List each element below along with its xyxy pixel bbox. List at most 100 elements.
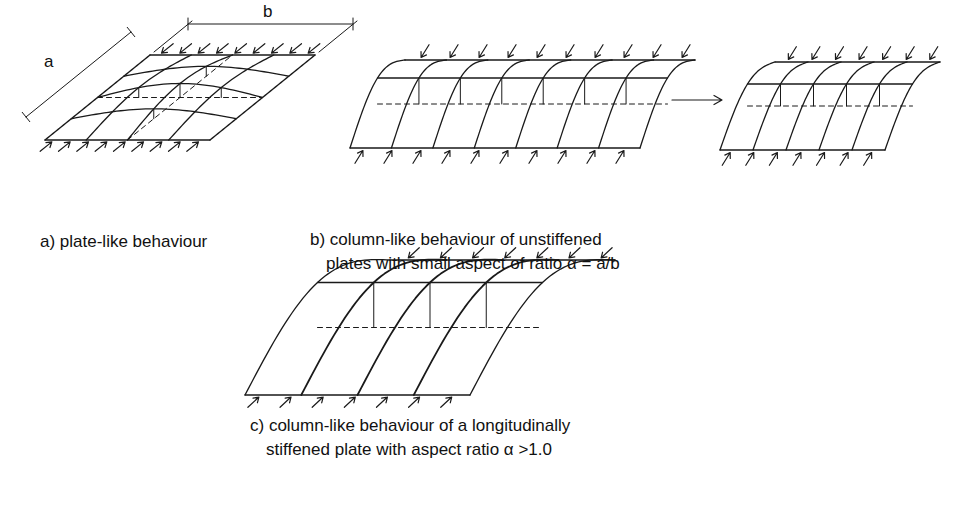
- load-arrow: [312, 397, 323, 407]
- deflected-line: [516, 60, 571, 148]
- deflected-line: [474, 60, 529, 148]
- load-arrow: [682, 45, 690, 58]
- deflection-tick: [430, 283, 431, 328]
- deflection-tick: [460, 78, 461, 104]
- load-arrow: [59, 142, 71, 151]
- load-arrow: [441, 397, 452, 407]
- load-arrow: [40, 142, 52, 151]
- extension-line: [154, 21, 192, 52]
- load-arrow: [616, 151, 624, 164]
- deflection-tick: [221, 88, 222, 98]
- load-arrow: [479, 45, 487, 58]
- deflection-tick: [418, 78, 419, 104]
- deflection-tick: [373, 283, 374, 328]
- load-arrow: [95, 142, 107, 151]
- load-arrow: [722, 153, 730, 166]
- load-arrow: [788, 47, 796, 60]
- load-arrow: [840, 153, 848, 166]
- deflected-line: [378, 77, 668, 78]
- load-arrow: [450, 45, 458, 58]
- load-arrow: [198, 44, 210, 53]
- load-arrow: [132, 142, 144, 151]
- load-arrow: [835, 47, 843, 60]
- dimension-label: a: [44, 52, 53, 72]
- load-arrow: [344, 397, 355, 407]
- load-arrow: [746, 153, 754, 166]
- dimension-line: [188, 24, 353, 25]
- load-arrow: [906, 47, 914, 60]
- load-arrow: [280, 397, 291, 407]
- caption: a) plate-like behaviour: [40, 230, 207, 254]
- reference-line: [748, 106, 913, 107]
- deflected-line: [433, 60, 488, 148]
- load-arrow: [421, 45, 429, 58]
- deflection-tick: [206, 66, 207, 76]
- load-arrow: [508, 45, 516, 58]
- dimension-tick: [188, 18, 189, 30]
- deflection-tick: [780, 84, 781, 106]
- load-arrow: [216, 44, 228, 53]
- plate-edge: [775, 61, 940, 62]
- deflected-line: [599, 60, 654, 148]
- load-arrow: [566, 45, 574, 58]
- load-arrow: [653, 45, 661, 58]
- deflection-tick: [180, 84, 181, 98]
- load-arrow: [271, 44, 283, 53]
- deflection-tick: [486, 283, 487, 328]
- dimension-tick: [353, 18, 354, 30]
- load-arrow: [376, 397, 387, 407]
- load-arrow: [587, 151, 595, 164]
- deflection-tick: [626, 78, 627, 104]
- load-arrow: [930, 47, 938, 60]
- deflected-line: [753, 62, 808, 150]
- deflection-tick: [138, 88, 139, 98]
- deflected-line: [98, 84, 263, 98]
- plate-edge: [350, 147, 640, 148]
- load-arrow: [537, 45, 545, 58]
- deflected-line: [358, 260, 503, 395]
- load-arrow: [409, 397, 420, 407]
- deflected-line: [124, 66, 289, 76]
- load-arrow: [355, 151, 363, 164]
- load-arrow: [769, 153, 777, 166]
- deflected-line: [414, 260, 559, 395]
- load-arrow: [442, 151, 450, 164]
- deflected-line: [786, 62, 841, 150]
- load-arrow: [77, 142, 89, 151]
- load-arrow: [290, 44, 302, 53]
- load-arrow: [308, 44, 320, 53]
- deflection-tick: [813, 84, 814, 106]
- load-arrow: [817, 153, 825, 166]
- deflected-line: [819, 62, 874, 150]
- load-arrow: [793, 153, 801, 166]
- deflection-tick: [153, 109, 154, 119]
- load-arrow: [859, 47, 867, 60]
- load-arrow: [180, 44, 192, 53]
- deflected-line: [318, 282, 543, 283]
- dimension-line: [26, 32, 131, 117]
- caption: b) column-like behaviour of unstiffened …: [310, 228, 635, 276]
- load-arrow: [248, 397, 259, 407]
- transition-arrow: [672, 96, 722, 105]
- load-arrow: [150, 142, 162, 151]
- load-arrow: [864, 153, 872, 166]
- load-arrow: [187, 142, 199, 151]
- deflection-tick: [501, 78, 502, 104]
- load-arrow: [812, 47, 820, 60]
- load-arrow: [384, 151, 392, 164]
- load-arrow: [471, 151, 479, 164]
- deflection-tick: [846, 84, 847, 106]
- load-arrow: [558, 151, 566, 164]
- deflected-line: [71, 109, 236, 119]
- deflection-tick: [543, 78, 544, 104]
- deflected-line: [557, 60, 612, 148]
- load-arrow: [529, 151, 537, 164]
- deflected-line: [748, 83, 913, 84]
- load-arrow: [595, 45, 603, 58]
- deflection-tick: [584, 78, 585, 104]
- load-arrow: [114, 142, 126, 151]
- load-arrow: [500, 151, 508, 164]
- deflected-line: [852, 62, 907, 150]
- load-arrow: [169, 142, 181, 151]
